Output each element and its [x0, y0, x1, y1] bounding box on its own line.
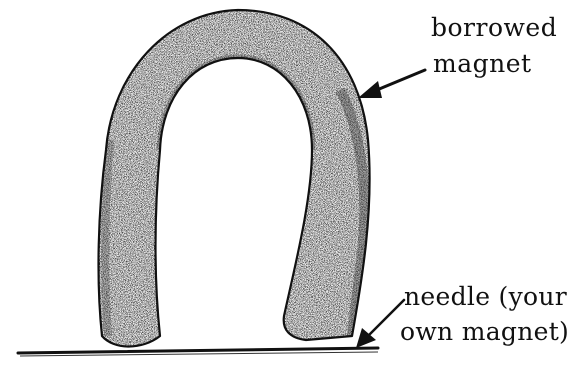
magnet-label-line2: magnet [433, 49, 532, 78]
needle [18, 348, 378, 356]
magnet-label-line1: borrowed [431, 13, 557, 42]
needle-pointer-arrow [356, 300, 404, 348]
horseshoe-magnet [80, 0, 390, 360]
needle-label-line2: own magnet) [400, 317, 569, 346]
needle-label-line1: needle (your [404, 282, 567, 311]
magnet-pointer-arrow [358, 70, 425, 98]
